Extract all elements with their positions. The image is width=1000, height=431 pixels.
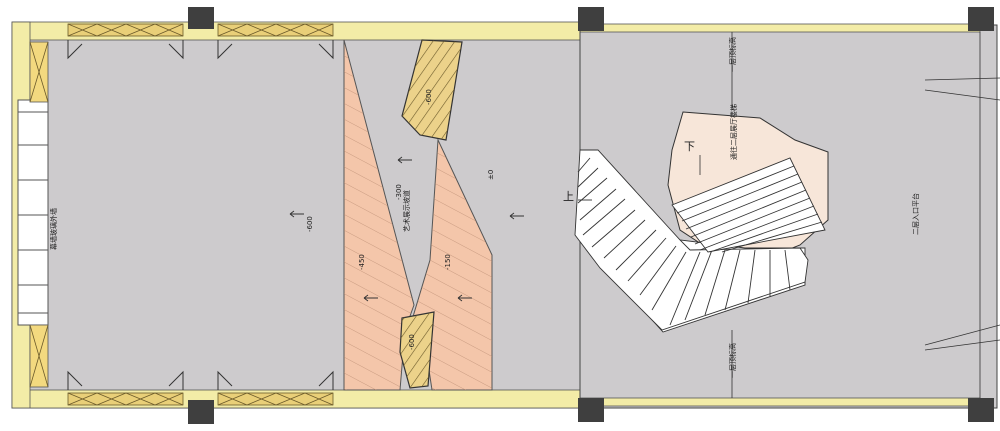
elev-corridor: ±0 [487, 170, 495, 180]
hatched-platforms [399, 39, 463, 389]
right-zone-lines [699, 32, 1000, 398]
elev-right-ramp: -150 [444, 254, 452, 270]
label-down: 下 [684, 140, 695, 153]
door-swings [67, 40, 334, 390]
elev-mid: -300 [395, 184, 403, 200]
level-arrows [289, 156, 592, 302]
right-top-note: 一层顶标高 [728, 37, 737, 72]
left-wall-note: 幕墙玻璃外墙 [49, 208, 58, 250]
stair-note: 通往二层展厅楼梯 [729, 104, 738, 160]
elev-bottom-hatch: -600 [408, 334, 416, 350]
elev-top-hatch: -600 [425, 89, 433, 105]
stair-upper-run [671, 157, 826, 253]
right-bottom-note: 一层顶标高 [728, 343, 737, 378]
floor-area [11, 24, 998, 409]
elev-left-room: -600 [306, 216, 314, 232]
stair-lower-run [574, 149, 809, 333]
right-wall-note: 二层入口平台 [911, 193, 920, 235]
elev-left-ramp: -450 [358, 254, 366, 270]
note-labels: 幕墙玻璃外墙 艺术展示坡道 一层顶标高 一层顶标高 通往二层展厅楼梯 二层入口平… [49, 37, 920, 378]
corridor-note: 艺术展示坡道 [402, 190, 411, 232]
wall-panels [67, 23, 334, 406]
elevation-labels: -600 -450 -300 -150 ±0 -600 -600 [306, 89, 495, 350]
left-glazing [17, 41, 49, 388]
label-up: 上 [563, 190, 574, 203]
structural-columns [188, 7, 994, 424]
